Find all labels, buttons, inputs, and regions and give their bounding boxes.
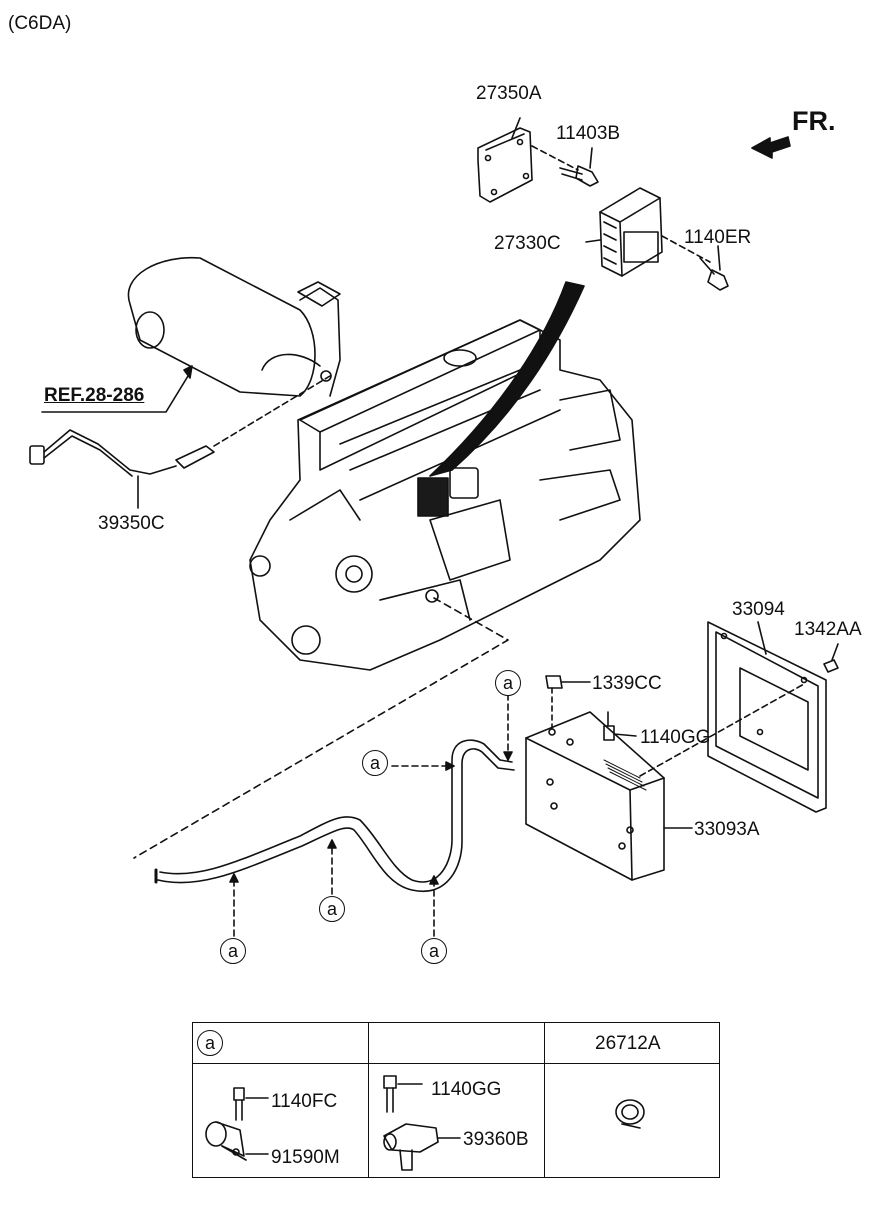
part-label-11403B[interactable]: 11403B — [556, 123, 621, 144]
part-label-33093A[interactable]: 33093A — [694, 819, 760, 840]
part-label-91590M[interactable]: 91590M — [271, 1147, 340, 1168]
part-label-39350C[interactable]: 39350C — [98, 513, 165, 534]
bracket-27350A — [477, 117, 533, 203]
part-label-33094[interactable]: 33094 — [732, 599, 785, 620]
ecu-27330C — [585, 187, 711, 277]
clip-1342AA — [823, 643, 839, 673]
engine-ecu-module — [417, 477, 449, 517]
bolt-1140ER — [699, 245, 729, 291]
bolt-1140GG-small-icon — [383, 1075, 423, 1113]
part-label-27330C[interactable]: 27330C — [494, 233, 561, 254]
clamp-91590M-icon — [205, 1121, 269, 1161]
part-label-1140FC[interactable]: 1140FC — [271, 1091, 338, 1112]
callout-a: a — [220, 938, 246, 964]
cover-33094 — [639, 621, 827, 813]
module-33093A — [525, 711, 693, 881]
o2-sensor-39350C — [29, 375, 331, 509]
callout-a: a — [495, 670, 521, 696]
legend-table: a 26712A 1140FC 91590M 1140GG 39360B — [192, 1022, 720, 1178]
sensor-39360B-icon — [383, 1123, 461, 1171]
engine-code-label: (C6DA) — [8, 13, 72, 34]
callout-a: a — [319, 896, 345, 922]
hose-clamp-26712A-icon — [615, 1099, 645, 1129]
part-label-27350A[interactable]: 27350A — [476, 83, 542, 104]
table-header-callout-a: a — [197, 1030, 223, 1056]
front-label: FR. — [792, 106, 836, 136]
bolt-11403B — [531, 145, 599, 187]
bolt-1140FC-icon — [233, 1087, 269, 1121]
ref-leader — [41, 375, 189, 413]
wiring-harness — [429, 281, 585, 477]
nut-1339CC — [545, 675, 591, 731]
vacuum-hose — [154, 693, 515, 937]
muffler — [127, 256, 341, 397]
part-label-1140GG-table[interactable]: 1140GG — [431, 1079, 502, 1100]
part-label-1140ER[interactable]: 1140ER — [684, 227, 752, 248]
callout-a: a — [362, 750, 388, 776]
part-label-1342AA[interactable]: 1342AA — [794, 619, 862, 640]
ref-link[interactable]: REF.28-286 — [44, 385, 145, 406]
table-header-26712A[interactable]: 26712A — [595, 1033, 661, 1054]
part-label-39360B[interactable]: 39360B — [463, 1129, 529, 1150]
callout-a: a — [421, 938, 447, 964]
engine-block — [249, 319, 641, 671]
bolt-1140GG — [603, 711, 637, 741]
front-arrow-icon — [751, 136, 791, 159]
part-label-1140GG[interactable]: 1140GG — [640, 727, 711, 748]
part-label-1339CC[interactable]: 1339CC — [592, 673, 662, 694]
